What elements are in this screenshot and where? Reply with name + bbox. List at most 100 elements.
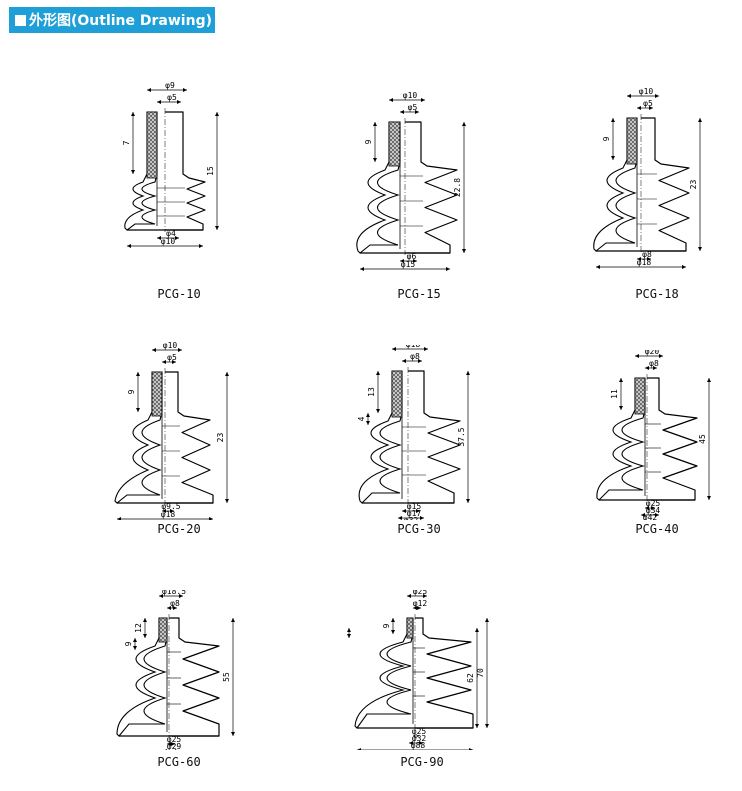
- dim-upper-height-text: 7: [122, 140, 131, 145]
- hatched-neck: [151, 371, 163, 417]
- dim-top-inner-text: φ8: [410, 352, 420, 361]
- dim-top-inner-text: φ5: [408, 103, 418, 112]
- dim-bottom-mid-arrows: [409, 741, 423, 745]
- model-label-pcg-30: PCG-30: [397, 522, 441, 536]
- bellows-left-section: [593, 117, 638, 252]
- model-label-pcg-10: PCG-10: [157, 287, 201, 301]
- dim-bottom-inner-arrows: [167, 742, 175, 746]
- dim-top-inner-arrows: [645, 366, 657, 370]
- dim-top-inner-arrows: [400, 110, 419, 114]
- dim-bottom-mid-text: φ32: [412, 734, 427, 743]
- dim-top-inner-arrows: [413, 606, 421, 610]
- dim-top-inner-arrows: [637, 106, 653, 110]
- dim-top-outer-text: φ18.5: [162, 590, 186, 596]
- dim-top-inner-arrows: [167, 606, 177, 610]
- dim-left-height-arrows: [347, 628, 351, 638]
- dim-upper-height-text: 11: [610, 389, 619, 399]
- dim-bottom-mid-arrows: [165, 749, 177, 750]
- dim-bottom-outer-text: φ88: [411, 741, 426, 750]
- dim-bottom-inner-text: φ8: [642, 250, 652, 259]
- dim-top-inner-text: φ5: [167, 353, 177, 362]
- dim-mid-height-arrows: [133, 638, 137, 650]
- dim-top-outer-text: φ10: [639, 87, 654, 96]
- dim-total-height-text: 23: [689, 180, 698, 190]
- dim-bottom-mid-text: φ29: [167, 742, 182, 750]
- dim-total-height-text: 15: [206, 166, 215, 176]
- dim-upper-height-text: 9: [127, 389, 136, 394]
- dim-inner-height-text: 62: [466, 673, 475, 683]
- dim-top-outer-arrows: [392, 347, 428, 351]
- dim-bottom-mid-arrows: [641, 513, 659, 517]
- dim-upper-height-text: 12: [134, 623, 143, 633]
- bellows-left-section: [358, 370, 403, 504]
- dim-bottom-inner-text: φ4: [166, 229, 176, 238]
- dim-top-outer-text: φ18: [406, 345, 421, 349]
- dim-top-inner-arrows: [402, 359, 422, 363]
- dim-top-inner-arrows: [162, 360, 176, 364]
- dim-upper-height-arrows: [391, 618, 395, 634]
- dim-bottom-inner-text: φ6: [407, 252, 417, 261]
- dim-top-outer-arrows: [147, 88, 187, 92]
- dim-top-outer-text: φ25: [413, 590, 428, 596]
- dim-bottom-inner-arrows: [402, 509, 420, 513]
- bellows-outer-profile: [165, 371, 214, 504]
- dim-bottom-outer-text: φ18: [637, 258, 652, 267]
- dim-total-height-text: 55: [222, 672, 231, 682]
- dim-bottom-inner-arrows: [162, 509, 174, 513]
- dim-top-inner-text: φ5: [643, 99, 653, 108]
- dim-bottom-mid-text: φ34: [646, 506, 661, 515]
- dim-mid-height-text: 9: [124, 641, 133, 646]
- bellows-outer-profile: [169, 617, 220, 737]
- dim-top-outer-arrows: [389, 98, 425, 102]
- bellows-outer-profile: [405, 121, 458, 254]
- hatched-neck: [391, 370, 403, 418]
- dim-top-inner-text: φ12: [413, 599, 428, 608]
- dim-total-height-text: 37.5: [457, 427, 466, 446]
- hatched-neck: [406, 617, 414, 639]
- hatched-neck: [626, 117, 638, 165]
- bellows-outer-profile: [415, 617, 474, 729]
- dim-upper-height-text: 13: [367, 387, 376, 397]
- dim-bottom-inner-text: φ25: [167, 735, 182, 744]
- bellows-left-section: [114, 371, 163, 504]
- hatched-neck: [158, 617, 168, 643]
- model-label-pcg-40: PCG-40: [635, 522, 679, 536]
- section-title: 外形图(Outline Drawing): [29, 13, 212, 29]
- dim-top-outer-text: φ10: [403, 91, 418, 100]
- dim-left-height-text: 6: [345, 630, 347, 635]
- section-header: 外形图(Outline Drawing): [9, 7, 215, 33]
- model-label-pcg-20: PCG-20: [157, 522, 201, 536]
- dim-mid-height-text: 4: [357, 416, 366, 421]
- model-label-pcg-60: PCG-60: [157, 755, 201, 769]
- dim-upper-height-arrows: [143, 618, 147, 638]
- dim-bottom-inner-text: φ25: [646, 499, 661, 508]
- bellows-outer-profile: [641, 117, 690, 252]
- dim-top-inner-text: φ5: [167, 93, 177, 102]
- dim-top-outer-text: φ10: [163, 341, 178, 350]
- hatched-neck: [634, 377, 646, 415]
- dim-bottom-inner-arrows: [645, 506, 655, 510]
- drawing-pcg-60: φ18.5φ81255φ25φ29φ629: [116, 590, 235, 750]
- model-label-pcg-18: PCG-18: [635, 287, 679, 301]
- dim-upper-height-text: 9: [602, 136, 611, 141]
- dim-top-outer-text: φ20: [645, 350, 660, 356]
- drawing-pcg-90: φ25φ12970φ25φ32φ88626: [345, 590, 489, 750]
- dim-bottom-inner-text: φ15: [407, 502, 422, 511]
- dim-total-height-text: 22.8: [453, 178, 462, 197]
- dim-bottom-outer-text: φ62: [165, 749, 180, 750]
- dim-bottom-outer-text: φ18: [161, 510, 176, 519]
- dim-upper-height-text: 9: [382, 623, 391, 628]
- dim-bottom-inner-text: φ9.5: [161, 502, 180, 511]
- dim-bottom-outer-text: φ15: [401, 260, 416, 269]
- dim-bottom-inner-arrows: [413, 734, 419, 738]
- dim-mid-height-arrows: [366, 413, 370, 425]
- hatched-neck: [388, 121, 401, 167]
- dim-top-outer-arrows: [627, 94, 659, 98]
- dim-upper-height-arrows: [619, 378, 623, 410]
- dim-bottom-inner-arrows: [637, 257, 651, 261]
- dim-upper-height-text: 9: [364, 139, 373, 144]
